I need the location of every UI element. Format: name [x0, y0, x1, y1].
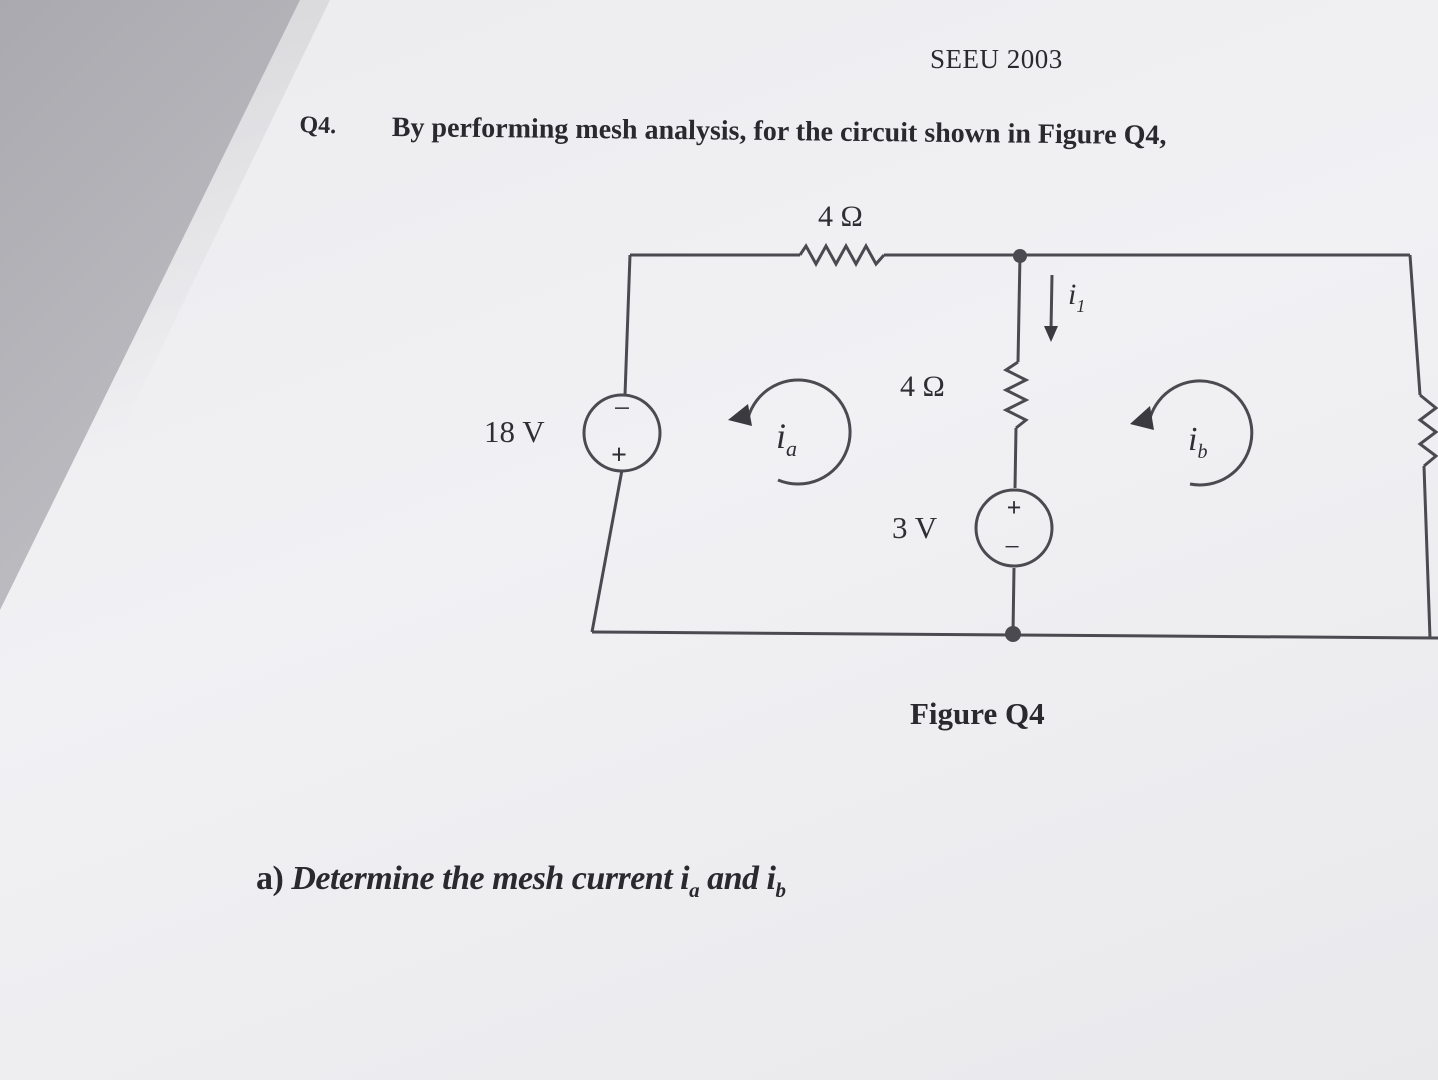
wire-middle-lower	[1011, 567, 1016, 634]
part-a-var1-sub: a	[689, 877, 700, 902]
voltage-source-left	[582, 393, 662, 473]
branch-current-arrowhead	[1044, 326, 1058, 342]
part-a-var2-sub: b	[775, 877, 787, 902]
middle-resistor-label: 4 Ω	[900, 370, 945, 403]
wire-middle-mid	[1013, 427, 1018, 489]
left-source-label: 18 V	[484, 414, 545, 449]
resistor-top	[798, 242, 886, 268]
mesh-b-label: ib	[1188, 421, 1207, 463]
left-source-minus-sign: −	[614, 392, 631, 425]
mesh-a-loop-arrow	[746, 378, 852, 486]
node-top	[1013, 249, 1027, 263]
top-resistor-label: 4 Ω	[818, 200, 863, 233]
middle-source-minus-sign: −	[1004, 532, 1020, 563]
wire-right	[1408, 254, 1422, 396]
middle-source-label: 3 V	[892, 510, 938, 545]
part-a-var1: i	[680, 860, 690, 897]
node-bottom	[1005, 626, 1021, 642]
figure-caption: Figure Q4	[910, 696, 1045, 731]
part-a-question: a) Determine the mesh current ia and ib	[256, 860, 786, 903]
mesh-b-arrowhead	[1130, 406, 1154, 430]
voltage-source-middle	[974, 488, 1054, 568]
middle-source-plus-sign: +	[1007, 493, 1022, 522]
wire-right-lower	[1422, 465, 1432, 639]
course-code: SEEU 2003	[930, 44, 1063, 74]
mesh-a-arrowhead	[728, 404, 752, 426]
wire-left-lower	[590, 469, 624, 633]
part-a-var2: i	[766, 860, 776, 897]
left-source-plus-sign: +	[611, 440, 627, 471]
part-a-joiner: and	[699, 860, 767, 897]
wire-left-upper	[623, 254, 632, 396]
mesh-a-label: ia	[776, 416, 797, 461]
part-a-label: a)	[256, 860, 284, 897]
branch-current-arrow-line	[1049, 274, 1054, 331]
part-a-text: Determine the mesh current	[291, 860, 681, 897]
resistor-middle	[1002, 360, 1030, 430]
mesh-b-loop-arrow	[1148, 379, 1254, 487]
wire-middle-upper	[1016, 254, 1022, 363]
resistor-right	[1417, 393, 1438, 468]
branch-current-label: i1	[1068, 278, 1085, 316]
